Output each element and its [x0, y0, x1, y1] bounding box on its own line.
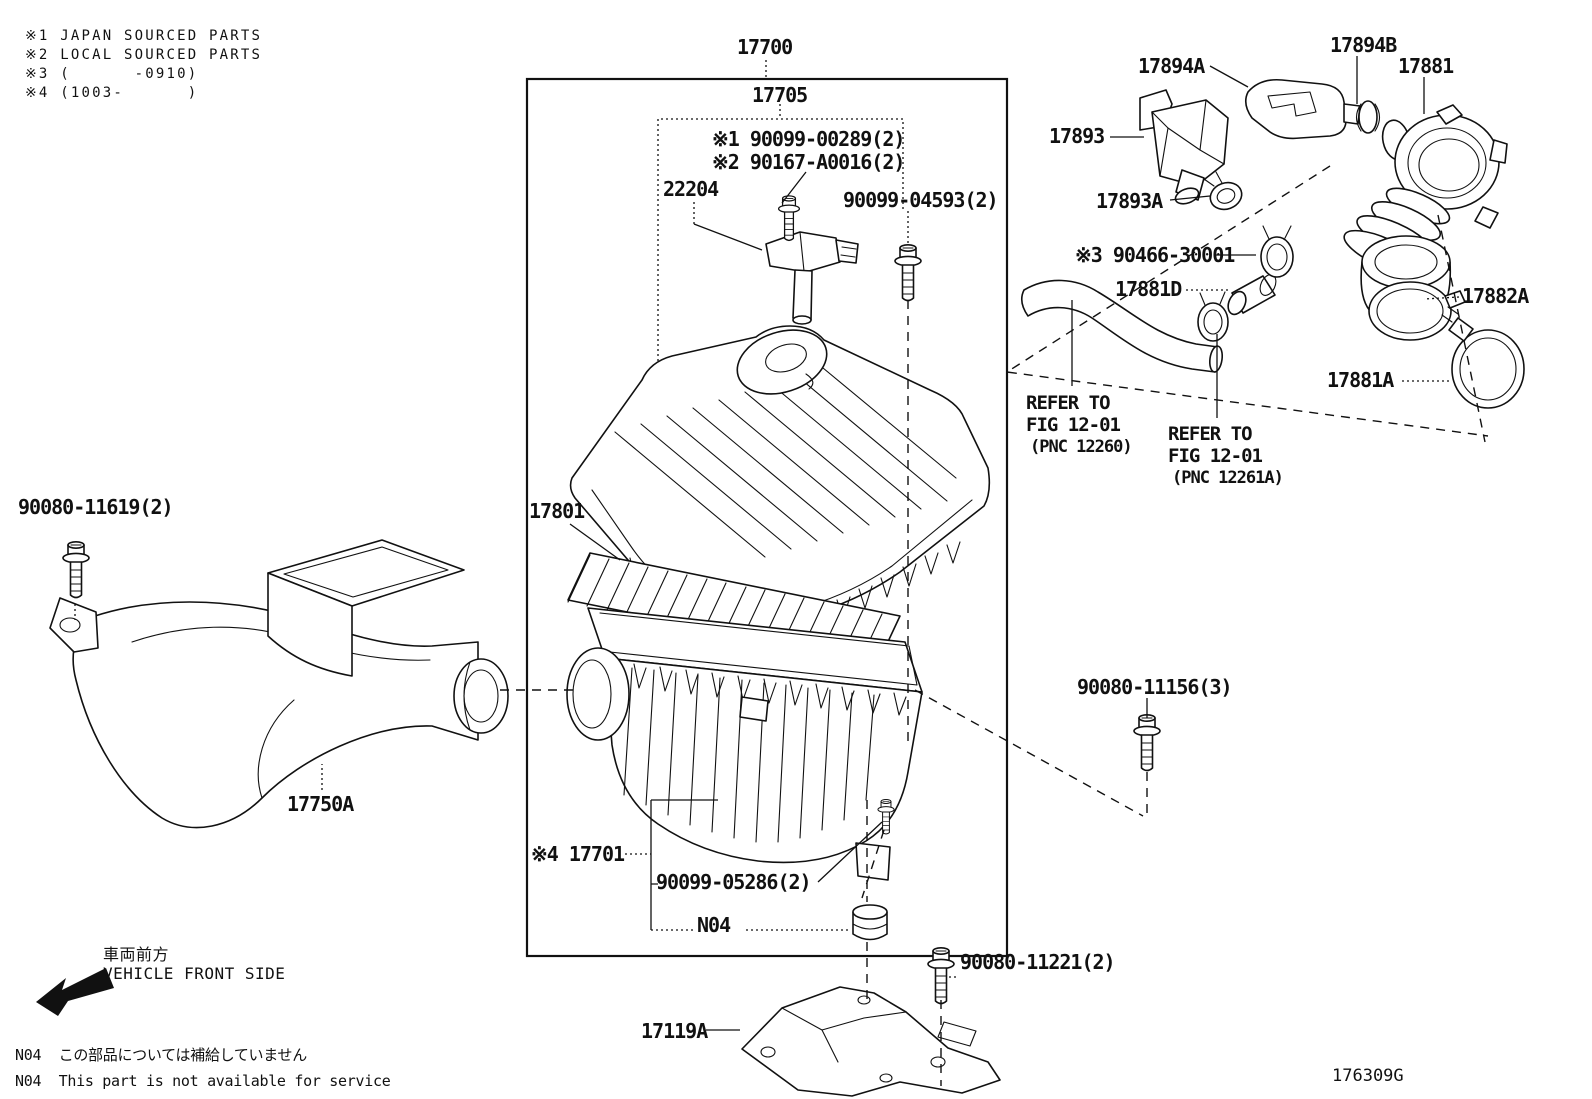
- refer-note-2-line3: (PNC 12261A): [1172, 468, 1284, 488]
- air-inlet-duct-17750A-drawing: [49, 539, 509, 829]
- part-label-90099-04593[interactable]: 90099-04593(2): [843, 188, 999, 212]
- part-label-17881[interactable]: 17881: [1398, 54, 1454, 78]
- part-label-90080-11221[interactable]: 90080-11221(2): [960, 950, 1116, 974]
- part-label-22204[interactable]: 22204: [663, 177, 719, 201]
- bolt-90080-11619-icon: [62, 540, 90, 599]
- vacuum-hose-drawing: [1020, 279, 1224, 373]
- part-label-90099-05286[interactable]: 90099-05286(2): [656, 870, 812, 894]
- refer-note-2-line1: REFER TO: [1168, 423, 1253, 445]
- construction-lines-dashed: [500, 165, 1489, 1086]
- part-label-17882A[interactable]: 17882A: [1462, 284, 1529, 308]
- part-label-17894B[interactable]: 17894B: [1330, 33, 1397, 57]
- legend-line-3: ※3 ( -0910): [25, 66, 199, 82]
- service-note-jp: N04 この部品については補給していません: [15, 1046, 307, 1064]
- part-label-17119A[interactable]: 17119A: [641, 1019, 708, 1043]
- diagram-code: 176309G: [1332, 1066, 1404, 1086]
- part-label-17705[interactable]: 17705: [752, 83, 808, 107]
- cushion-n04-drawing: [852, 904, 888, 941]
- vehicle-front-label-jp: 車両前方: [103, 945, 170, 964]
- refer-note-1-line3: (PNC 12260): [1030, 437, 1133, 457]
- part-label-17881A[interactable]: 17881A: [1327, 368, 1394, 392]
- mount-bracket-17119A-drawing: [741, 986, 1001, 1097]
- part-label-90080-11619[interactable]: 90080-11619(2): [18, 495, 174, 519]
- leader-lines-dotted: [74, 60, 1460, 978]
- legend-line-1: ※1 JAPAN SOURCED PARTS: [25, 28, 263, 44]
- air-cleaner-cap-drawing: [569, 325, 991, 630]
- part-label-90167-A0016[interactable]: ※2 90167-A0016(2): [712, 150, 905, 174]
- clamp-17881A-drawing: [1441, 306, 1525, 409]
- part-label-17894A[interactable]: 17894A: [1138, 54, 1205, 78]
- part-label-17801[interactable]: 17801: [529, 499, 585, 523]
- clamp-17893A-drawing: [1203, 171, 1243, 211]
- clamp-small-lower-drawing: [1197, 291, 1229, 342]
- leader-lines-solid: [569, 56, 1425, 1031]
- assembly-group-box-17700: [525, 77, 1009, 958]
- service-note-en: N04 This part is not available for servi…: [15, 1072, 391, 1090]
- refer-note-1-line1: REFER TO: [1026, 392, 1111, 414]
- bolt-90080-11156-icon: [1133, 713, 1161, 772]
- clamp-17882A-drawing: [1368, 281, 1466, 341]
- part-label-17893A[interactable]: 17893A: [1096, 189, 1163, 213]
- part-label-17700[interactable]: 17700: [737, 35, 793, 59]
- clamp-17894B-drawing: [1355, 100, 1381, 134]
- part-label-n04[interactable]: N04: [697, 913, 731, 937]
- legend-line-2: ※2 LOCAL SOURCED PARTS: [25, 47, 263, 63]
- part-label-90099-00289[interactable]: ※1 90099-00289(2): [712, 127, 905, 151]
- legend-line-4: ※4 (1003- ): [25, 85, 199, 101]
- part-label-17750A[interactable]: 17750A: [287, 792, 354, 816]
- maf-sensor-22204-drawing: [765, 231, 859, 325]
- vsv-valve-17893-drawing: [1139, 89, 1229, 205]
- part-label-17893[interactable]: 17893: [1049, 124, 1105, 148]
- bolt-90099-04593-icon: [894, 244, 922, 302]
- part-label-90080-11156[interactable]: 90080-11156(3): [1077, 675, 1233, 699]
- part-label-17881D[interactable]: 17881D: [1115, 277, 1182, 301]
- refer-note-2-line2: FIG 12-01: [1168, 445, 1263, 467]
- vehicle-front-arrow-icon: [36, 968, 114, 1016]
- clamp-90466-drawing: [1260, 225, 1294, 278]
- air-cleaner-case-17701-drawing: [566, 607, 923, 881]
- refer-note-1-line2: FIG 12-01: [1026, 414, 1121, 436]
- resonator-17894A-drawing: [1244, 78, 1361, 140]
- connector-17881D-drawing: [1227, 274, 1277, 316]
- part-label-17701[interactable]: ※4 17701: [531, 842, 625, 866]
- vehicle-front-label-en: VEHICLE FRONT SIDE: [103, 964, 286, 983]
- part-label-90466-30001[interactable]: ※3 90466-30001: [1075, 243, 1235, 267]
